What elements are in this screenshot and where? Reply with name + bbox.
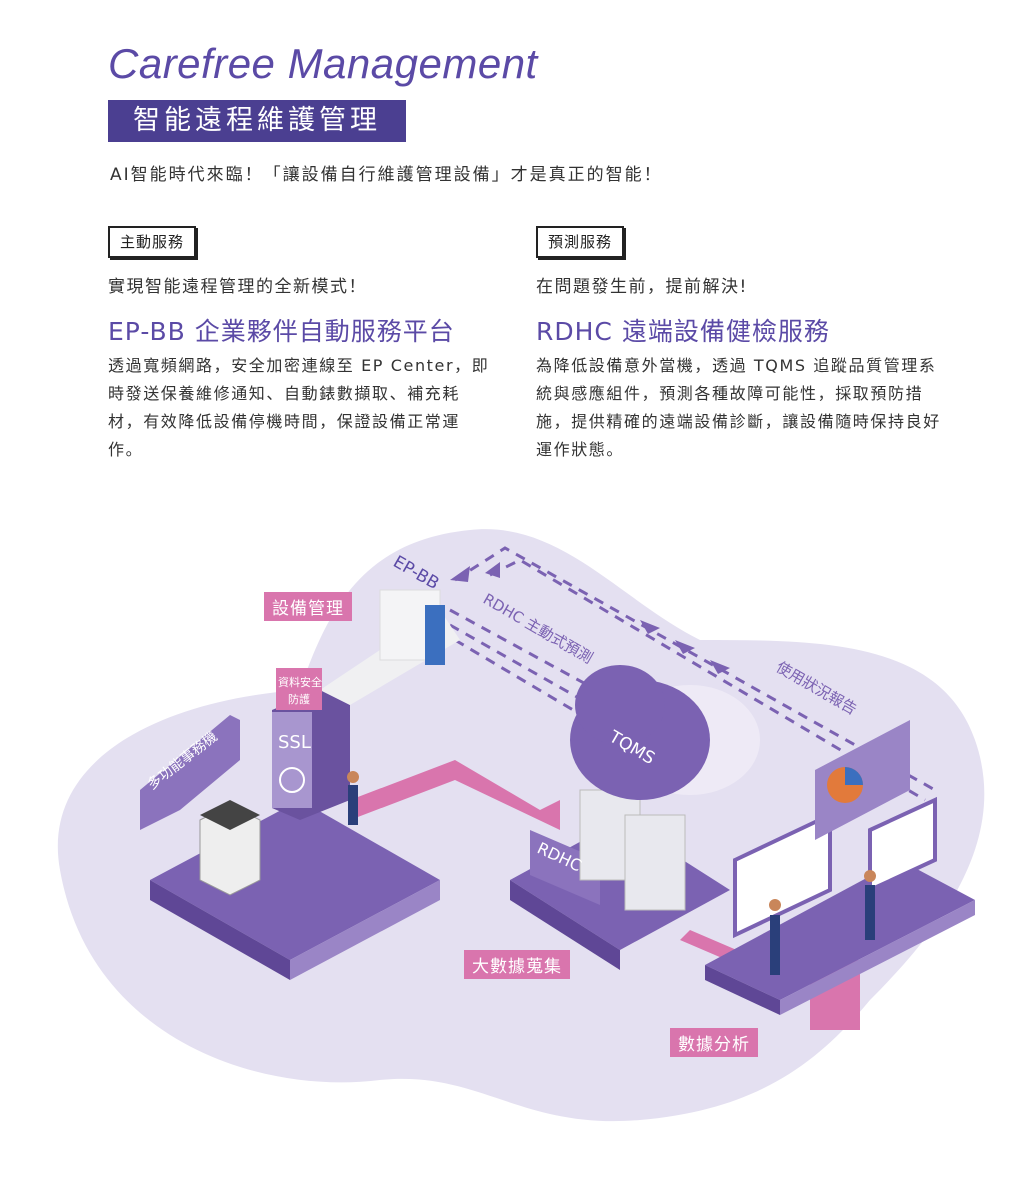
server-icon <box>579 789 686 911</box>
heading-epbb: EP-BB 企業夥伴自動服務平台 <box>108 317 455 346</box>
label-security: 資料安全 <box>278 675 322 689</box>
report-panel <box>815 720 910 840</box>
cloud-icon <box>570 665 760 800</box>
label-ssl: SSL <box>278 732 311 753</box>
label-data-analysis: 數據分析 <box>670 1028 758 1057</box>
dashed-flow-lines <box>449 546 936 802</box>
body-epbb: 透過寬頻網路，安全加密連線至 EP Center，即時發送保養維修通知、自動錶數… <box>108 356 490 459</box>
title-english: Carefree Management <box>108 40 538 87</box>
ssl-tower <box>272 712 312 808</box>
arrow-icons <box>450 562 730 674</box>
intro-text: AI智能時代來臨！「讓設備自行維護管理設備」才是真正的智能！ <box>110 165 663 185</box>
printer-icon <box>199 800 261 896</box>
subtitle-predict: 在問題發生前，提前解決! <box>536 277 748 297</box>
svg-text:防護: 防護 <box>288 692 310 706</box>
data-pipe <box>350 760 560 830</box>
mfp-bubble <box>140 715 240 830</box>
rdhc-box <box>530 830 600 905</box>
tag-active-service: 主動服務 <box>108 226 197 258</box>
tag-predict-service: 預測服務 <box>536 226 625 258</box>
label-big-data: 大數據蒐集 <box>464 950 570 979</box>
body-rdhc: 為降低設備意外當機，透過 TQMS 追蹤品質管理系統與感應組件，預測各種故障可能… <box>536 356 941 459</box>
title-chinese: 智能遠程維護管理 <box>108 100 406 142</box>
left-platform <box>150 800 440 960</box>
subtitle-active: 實現智能遠程管理的全新模式！ <box>108 277 367 297</box>
globe-icon <box>279 767 305 793</box>
service-diagram: EP-BB RDHC 主動式預測 使用狀況報告 多功能事務機 資料安全 防護 S… <box>57 529 985 1122</box>
person-icon <box>347 771 876 975</box>
heading-rdhc: RDHC 遠端設備健檢服務 <box>536 317 830 346</box>
label-device-management: 設備管理 <box>264 592 352 621</box>
dashboard-screen <box>733 811 832 939</box>
